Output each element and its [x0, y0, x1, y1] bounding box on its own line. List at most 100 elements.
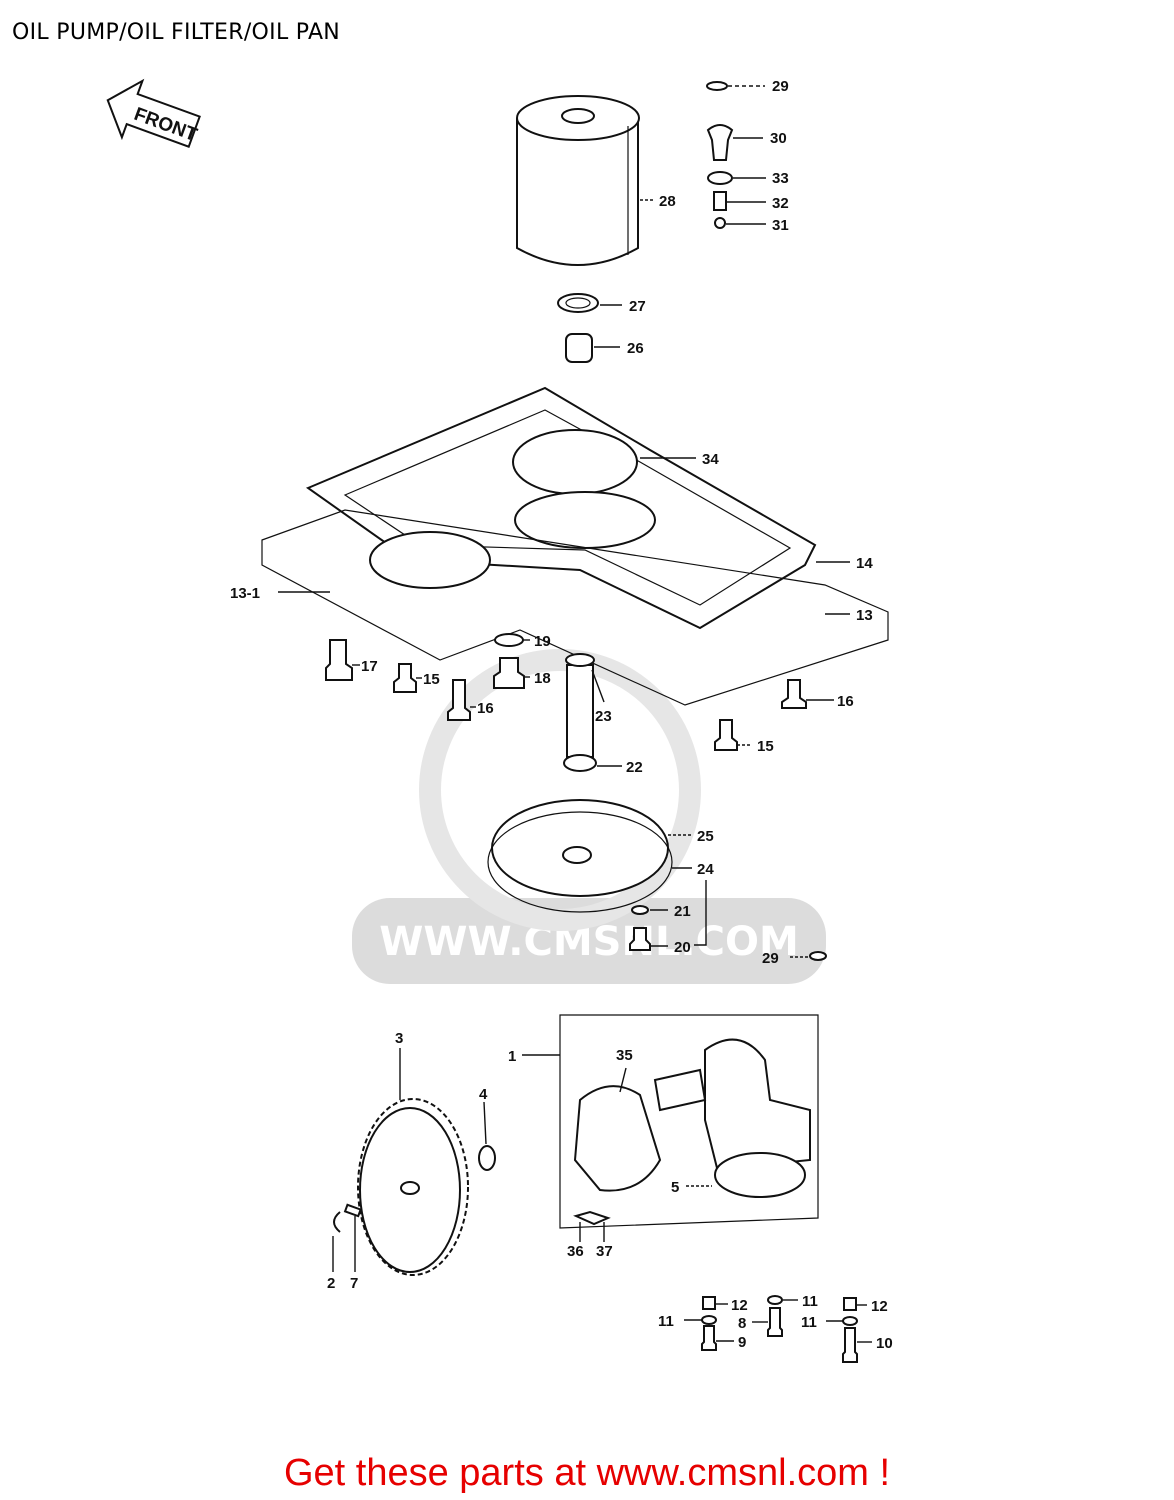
o-ring-27 — [557, 293, 599, 313]
nut-12-left — [702, 1296, 716, 1310]
callout-21: 21 — [674, 903, 691, 920]
gear-hub — [400, 1181, 420, 1195]
callout-12-right: 12 — [871, 1298, 888, 1315]
diagram-title: OIL PUMP/OIL FILTER/OIL PAN — [12, 20, 341, 45]
callout-5: 5 — [671, 1179, 679, 1196]
callout-17: 17 — [361, 658, 378, 675]
oil-filter-hole — [561, 108, 595, 124]
o-ring-19 — [494, 633, 524, 647]
washer-21 — [631, 905, 649, 915]
callout-9: 9 — [738, 1334, 746, 1351]
o-ring-27-inner — [565, 297, 591, 309]
callout-16-right: 16 — [837, 693, 854, 710]
callout-12-left: 12 — [731, 1297, 748, 1314]
leader-lines — [278, 85, 872, 1343]
bolt-15-right — [714, 719, 738, 751]
watermark-logo — [419, 649, 701, 931]
callout-15-left: 15 — [423, 671, 440, 688]
callout-35: 35 — [616, 1047, 633, 1064]
callout-16-left: 16 — [477, 700, 494, 717]
footer-link[interactable]: Get these parts at www.cmsnl.com ! — [283, 1452, 891, 1494]
callout-11-mid: 11 — [802, 1293, 818, 1310]
leader-4 — [483, 1101, 487, 1145]
callout-32: 32 — [772, 195, 789, 212]
pipe-22-base — [563, 754, 597, 772]
callout-1: 1 — [508, 1048, 516, 1065]
strainer-pipe — [563, 653, 597, 772]
oil-pump-frame — [559, 1014, 819, 1229]
pin-7 — [343, 1203, 362, 1218]
callout-33: 33 — [772, 170, 789, 187]
oil-pump-gear — [357, 1098, 469, 1276]
bolts-left — [325, 639, 807, 751]
leader-35 — [619, 1067, 627, 1093]
bolt-15-left — [393, 663, 417, 693]
watermark-banner — [352, 898, 826, 984]
callout-10: 10 — [876, 1335, 893, 1352]
callout-13: 13 — [856, 607, 873, 624]
washer-11-right — [842, 1316, 858, 1326]
strainer-rim-24 — [487, 811, 673, 913]
bottom-fasteners — [701, 1295, 858, 1363]
callout-26: 26 — [627, 340, 644, 357]
callout-34: 34 — [702, 451, 719, 468]
callout-11-right: 11 — [801, 1314, 817, 1331]
washer-4 — [478, 1145, 496, 1171]
bolt-9 — [701, 1325, 717, 1351]
washer-33 — [707, 171, 733, 185]
oil-pan — [305, 386, 817, 630]
callout-3: 3 — [395, 1030, 403, 1047]
o-ring-29-top — [706, 81, 728, 91]
bolt-20 — [629, 927, 651, 951]
callout-29-top: 29 — [772, 78, 789, 95]
spring-26 — [565, 333, 593, 363]
oil-pump-assembly — [559, 1014, 819, 1229]
plug-18 — [493, 657, 525, 689]
callout-28: 28 — [659, 193, 676, 210]
bolt-8 — [767, 1307, 783, 1337]
washer-11-left — [701, 1315, 717, 1325]
callout-22: 22 — [626, 759, 643, 776]
bolt-16-right — [781, 679, 807, 709]
relief-valve-parts — [706, 81, 734, 229]
pump-shaft — [653, 1068, 707, 1112]
nut-12-right — [843, 1297, 857, 1311]
callout-23: 23 — [595, 708, 612, 725]
pump-cover-35 — [573, 1085, 662, 1192]
callout-37: 37 — [596, 1243, 613, 1260]
callout-25: 25 — [697, 828, 714, 845]
leader-23 — [591, 669, 605, 703]
callout-14: 14 — [856, 555, 873, 572]
callout-labels: 29 30 33 32 31 28 27 26 34 14 13 13-1 17… — [230, 78, 893, 1352]
callout-30: 30 — [770, 130, 787, 147]
callout-20: 20 — [674, 939, 691, 956]
bolt-16-left — [447, 679, 471, 721]
bolt-10 — [842, 1327, 858, 1363]
watermark: WWW.CMSNL.COM — [352, 649, 826, 984]
callout-13-1: 13-1 — [230, 585, 260, 602]
o-ring-29-bottom — [809, 951, 827, 961]
bolt-17 — [325, 639, 353, 681]
callout-19: 19 — [534, 633, 551, 650]
callout-36: 36 — [567, 1243, 584, 1260]
strainer-hole — [562, 846, 592, 864]
front-arrow-shape — [106, 78, 201, 148]
callout-29-bottom: 29 — [762, 950, 779, 967]
oil-strainer — [487, 799, 673, 913]
callout-31: 31 — [772, 217, 789, 234]
o-ring-23 — [565, 653, 595, 667]
spring-32 — [713, 191, 727, 211]
callout-11-left: 11 — [658, 1313, 674, 1330]
callout-8: 8 — [738, 1315, 746, 1332]
pump-screen-5 — [714, 1152, 806, 1198]
ball-31 — [714, 217, 726, 229]
oil-pan-sump-34 — [512, 429, 638, 495]
callout-18: 18 — [534, 670, 551, 687]
callout-27: 27 — [629, 298, 646, 315]
oil-filter — [516, 95, 640, 266]
pin-36-37 — [573, 1210, 611, 1226]
circlip-2 — [333, 1211, 341, 1233]
callout-2: 2 — [327, 1275, 335, 1292]
